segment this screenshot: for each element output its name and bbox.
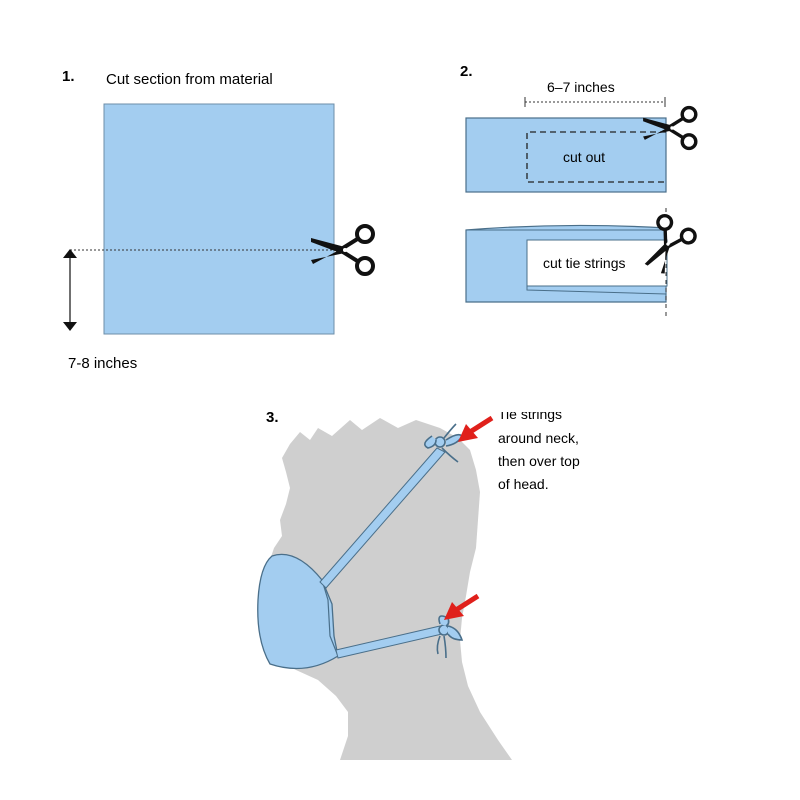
- step1-measure: 7-8 inches: [68, 355, 137, 372]
- step2-panel: 2. 6–7 inches cut out cut tie strings: [460, 63, 700, 318]
- cut-out-outline: [526, 131, 666, 183]
- caption-clip: [496, 400, 606, 412]
- face-mask: [257, 553, 339, 670]
- lower-tie-knot: [436, 615, 464, 659]
- step3-caption-line-3: of head.: [498, 476, 549, 492]
- lower-red-arrow: [444, 593, 480, 620]
- cut-out-label: cut out: [563, 149, 605, 165]
- fabric-square: [103, 103, 335, 335]
- step1-title: Cut section from material: [106, 71, 273, 88]
- step2-number: 2.: [460, 63, 473, 80]
- fabric-strip-bottom: [465, 224, 668, 303]
- measure-bracket: [524, 97, 666, 107]
- cut-tie-label: cut tie strings: [543, 255, 625, 271]
- upper-red-arrow: [458, 415, 494, 442]
- step3-panel: 3.: [257, 406, 580, 760]
- height-arrow: [63, 249, 77, 331]
- fabric-strip-top: [465, 117, 667, 193]
- head-silhouette: [268, 418, 512, 760]
- step1-panel: 1. Cut section from material 7-8 inches: [62, 68, 375, 372]
- step2-measure: 6–7 inches: [547, 79, 615, 95]
- step3-number: 3.: [266, 409, 279, 426]
- step3-caption-line-2: then over top: [498, 453, 580, 469]
- step3-caption-line-1: around neck,: [498, 430, 579, 446]
- step1-number: 1.: [62, 68, 75, 85]
